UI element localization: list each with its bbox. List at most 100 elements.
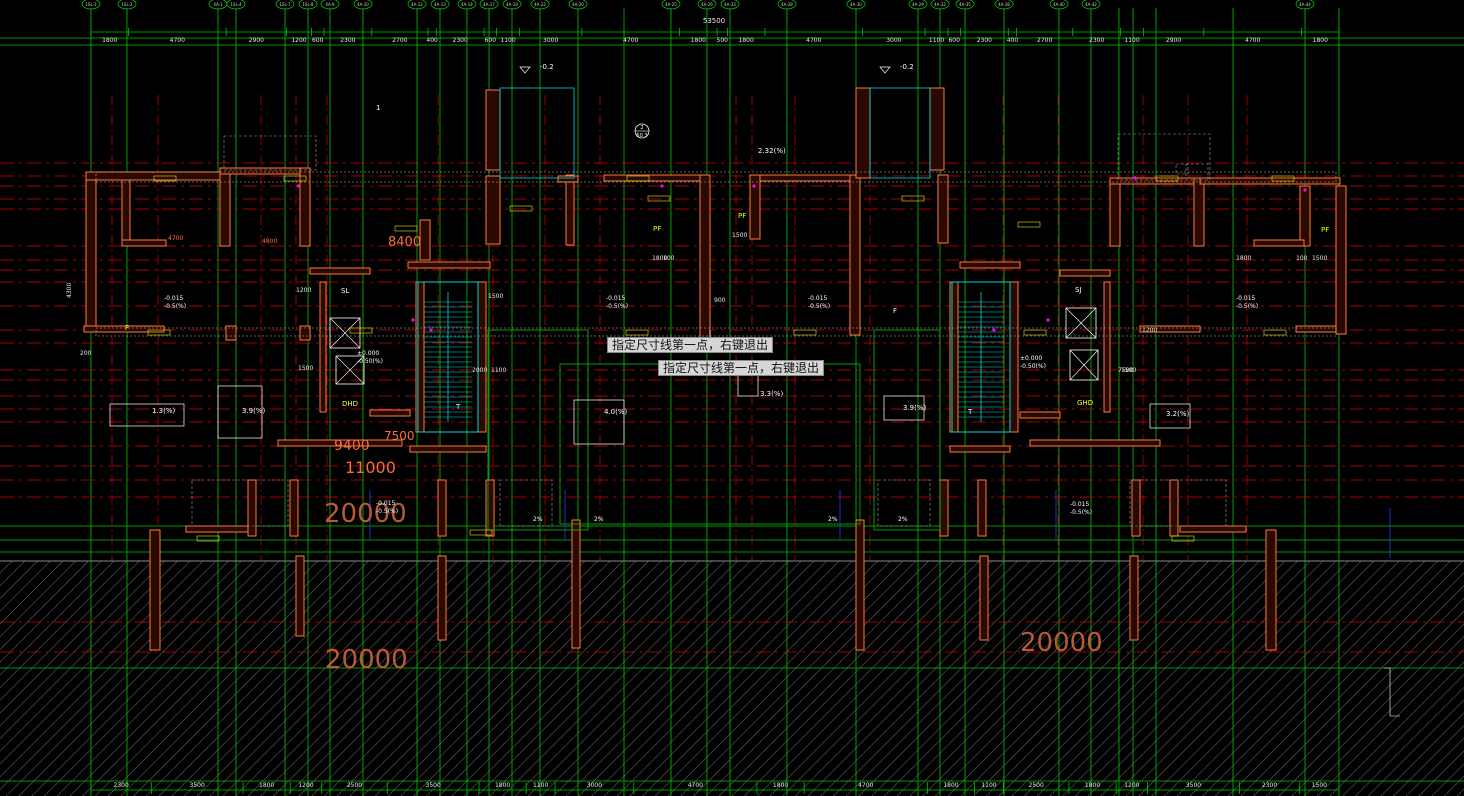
wall-segment (219, 167, 311, 175)
axis-bubble (777, 0, 797, 10)
svg-text:4700: 4700 (168, 235, 183, 242)
axis-bubble (846, 0, 866, 10)
room-tag (626, 175, 650, 182)
wall-segment (83, 325, 165, 333)
svg-text:PF: PF (738, 212, 746, 220)
elevation-markers: -0.2 -0.2 2.32(%) 1.3(%) 3.9(%) 4.0(%) 3… (152, 63, 1190, 418)
leader-line (1384, 667, 1400, 717)
wall-segment (603, 174, 705, 182)
dimension-value: 3000 (886, 37, 901, 44)
dimension-value: 400 (1007, 37, 1019, 44)
svg-text:T: T (967, 408, 973, 416)
svg-text:1: 1 (376, 104, 380, 112)
axis-bubble (117, 0, 137, 10)
dimension-value: 3000 (543, 37, 558, 44)
svg-text:-0.50(%): -0.50(%) (357, 358, 383, 365)
axis-bubble-label: 4A-22 (534, 2, 546, 7)
svg-text:1500: 1500 (298, 365, 313, 372)
axis-bubble (298, 0, 318, 10)
room-tag (793, 329, 817, 336)
svg-text:1800: 1800 (652, 255, 667, 262)
wall-segment (415, 281, 425, 433)
axis-bubble-label: 4A-44 (1299, 2, 1311, 7)
accent-dot (660, 184, 664, 188)
axis-bubble (1049, 0, 1069, 10)
axis-bubble (568, 0, 588, 10)
wall-segment (939, 479, 949, 537)
wall-segment (855, 87, 871, 179)
wall-segment (219, 167, 231, 247)
stair-core (417, 281, 479, 433)
wall-segment (1109, 177, 1121, 247)
room-tag (394, 225, 418, 232)
axis-bubble-label: 4A-10 (357, 2, 369, 7)
accent-dot (296, 184, 300, 188)
dashed-outline (1185, 163, 1209, 179)
svg-text:1500: 1500 (1121, 367, 1136, 374)
dimension-prompt-tooltip: 指定尺寸线第一点，右键退出 (607, 337, 774, 353)
room-tag (647, 195, 671, 202)
dashed-outline (191, 479, 289, 527)
dimension-value: 2300 (1089, 37, 1104, 44)
dimension-value: 4700 (170, 37, 185, 44)
shaft-outline (869, 87, 931, 179)
wall-segment (749, 174, 761, 240)
wall-segment (369, 409, 411, 417)
dim-20000-right: 20000 (1020, 628, 1103, 658)
axis-bubble (81, 0, 101, 10)
dimension-value: 3000 (587, 782, 602, 789)
wall-segment (225, 325, 237, 341)
wall-segment (565, 174, 575, 246)
elevator-cross (329, 317, 361, 349)
total-dimension-label: 53500 (703, 17, 725, 25)
dimension-value: 4700 (1245, 37, 1260, 44)
dimension-value: 3500 (1186, 782, 1201, 789)
accent-dot (1303, 188, 1307, 192)
svg-text:2%: 2% (898, 516, 908, 523)
dimension-value: 4700 (806, 37, 821, 44)
svg-text:F: F (125, 324, 129, 332)
svg-text:3.9(%): 3.9(%) (903, 404, 927, 412)
accent-dot (429, 328, 433, 332)
wall-segment (949, 445, 1011, 453)
svg-text:1200: 1200 (1142, 327, 1157, 334)
dimension-value: 1100 (500, 37, 515, 44)
axis-bubble (661, 0, 681, 10)
wall-segment (759, 174, 861, 182)
axis-bubble-label: 1SL-7 (279, 2, 291, 7)
wall-segment (477, 281, 487, 433)
wall-segment (937, 174, 949, 244)
wall-segment (309, 267, 371, 275)
dimension-value: 400 (426, 37, 438, 44)
corridor-strip (95, 327, 1337, 337)
svg-text:4300: 4300 (66, 283, 73, 298)
dashed-outline (877, 479, 931, 527)
room-tag (901, 195, 925, 202)
wall-segment (149, 529, 161, 651)
dimension-value: 2700 (392, 37, 407, 44)
svg-text:1500: 1500 (732, 232, 747, 239)
svg-text:-0.015: -0.015 (1070, 501, 1090, 508)
svg-text:1100: 1100 (491, 367, 506, 374)
svg-text:1200: 1200 (296, 287, 311, 294)
dimension-value: 600 (485, 37, 497, 44)
dimension-value: 1800 (1313, 37, 1328, 44)
svg-text:1500: 1500 (488, 293, 503, 300)
wall-segment (959, 261, 1021, 269)
dim-11000: 11000 (345, 458, 396, 477)
room-tag (1271, 175, 1295, 182)
axis-bubble-label: 4A-17 (483, 2, 495, 7)
elevator-cross (335, 355, 365, 385)
wall-segment (419, 219, 431, 261)
callout-box (1149, 403, 1191, 429)
svg-text:7500: 7500 (1118, 367, 1133, 374)
dashed-outline (499, 479, 553, 527)
wall-segment (1129, 555, 1139, 641)
axis-bubble (930, 0, 950, 10)
detail-reference: 2 60.3 (634, 123, 650, 139)
dashed-outline (223, 135, 317, 171)
svg-text:-0.5(%): -0.5(%) (1070, 509, 1092, 516)
dimension-value: 2500 (1029, 782, 1044, 789)
